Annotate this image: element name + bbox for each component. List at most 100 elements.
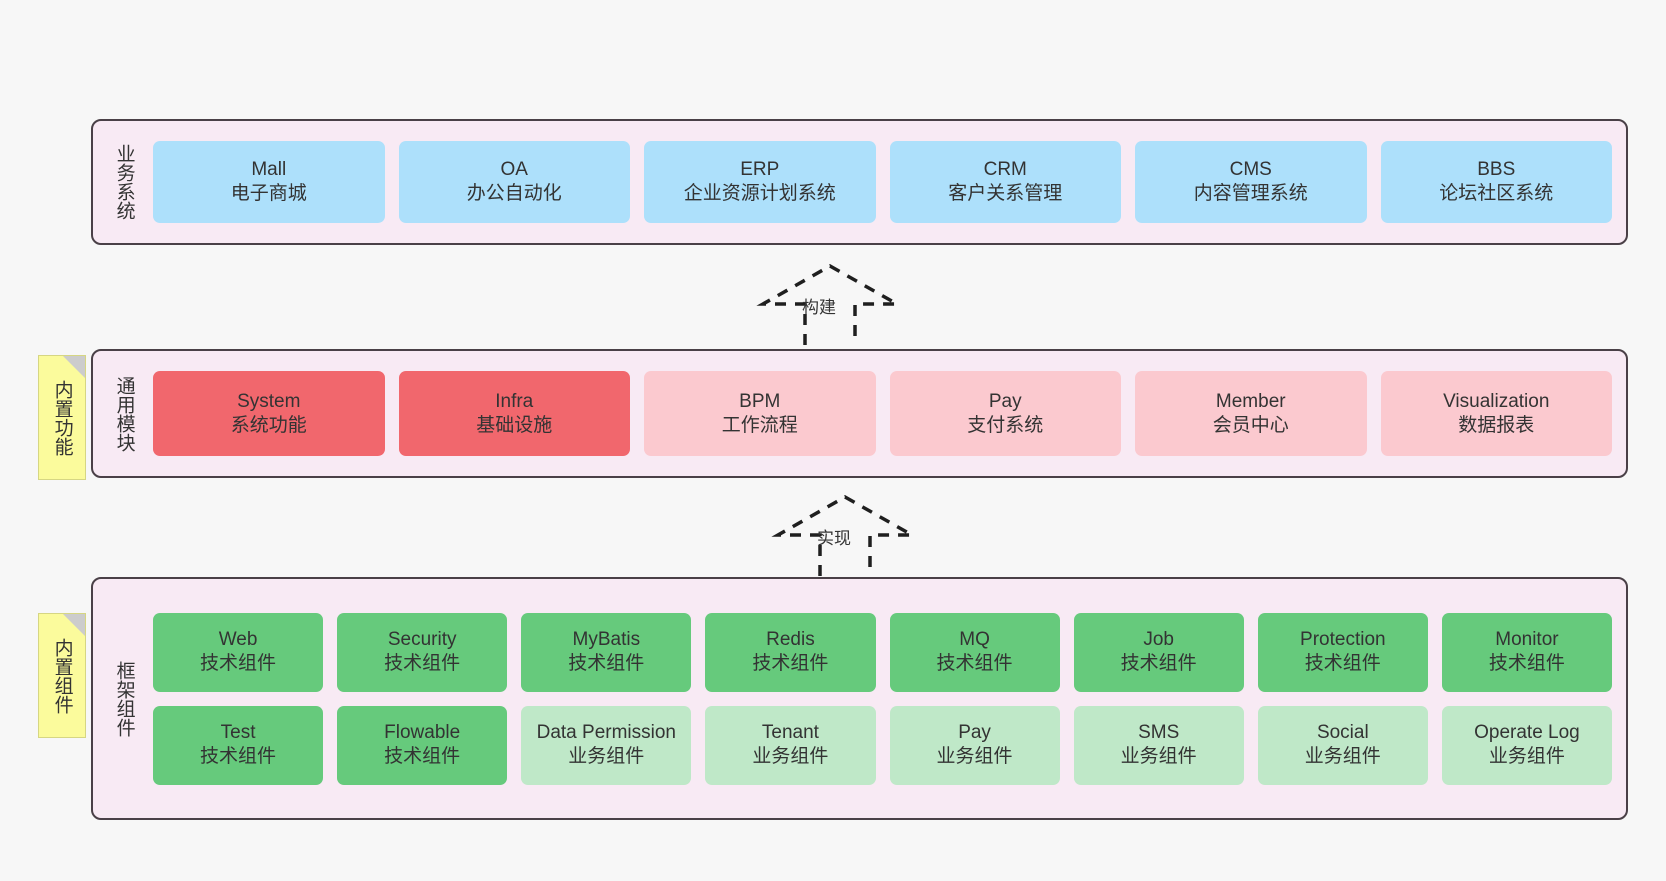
card-subtitle: 电子商城 (230, 183, 307, 204)
card-row: Mall 电子商城 OA 办公自动化 ERP 企业资源计划系统 CRM 客户关系… (153, 141, 1612, 223)
card-title: OA (500, 159, 528, 181)
card-sms[interactable]: SMS 业务组件 (1073, 705, 1244, 785)
card-subtitle: 企业资源计划系统 (683, 183, 836, 204)
card-subtitle: 业务组件 (568, 746, 645, 767)
card-system[interactable]: System 系统功能 (153, 371, 385, 456)
card-title: Web (218, 629, 258, 651)
note-fold-corner-icon (63, 356, 85, 378)
card-visualization[interactable]: Visualization 数据报表 (1380, 371, 1612, 456)
layer-body-framework: Web 技术组件 Security 技术组件 MyBatis 技术组件 Redi… (143, 579, 1626, 818)
note-builtin-components: 内置组件 (38, 613, 86, 738)
card-erp[interactable]: ERP 企业资源计划系统 (644, 141, 876, 223)
card-row-business: Test 技术组件 Flowable 技术组件 Data Permission … (153, 705, 1612, 785)
card-subtitle: 技术组件 (936, 653, 1013, 674)
card-crm[interactable]: CRM 客户关系管理 (889, 141, 1121, 223)
card-subtitle: 客户关系管理 (948, 183, 1063, 204)
card-pay[interactable]: Pay 支付系统 (889, 371, 1121, 456)
card-subtitle: 技术组件 (1304, 653, 1381, 674)
card-title: BPM (739, 390, 781, 412)
card-title: CMS (1229, 159, 1272, 181)
card-subtitle: 基础设施 (476, 414, 553, 436)
layer-title-business: 业务系统 (113, 144, 135, 220)
card-subtitle: 技术组件 (384, 653, 461, 674)
card-mall[interactable]: Mall 电子商城 (153, 141, 385, 223)
card-subtitle: 技术组件 (1488, 653, 1565, 674)
card-job[interactable]: Job 技术组件 (1073, 612, 1244, 692)
card-title: BBS (1477, 159, 1516, 181)
card-subtitle: 支付系统 (967, 414, 1044, 436)
card-title: Redis (766, 629, 815, 651)
card-title: Flowable (384, 722, 461, 744)
card-title: Mall (251, 159, 287, 181)
card-cms[interactable]: CMS 内容管理系统 (1135, 141, 1367, 223)
card-subtitle: 办公自动化 (466, 183, 562, 204)
note-label: 内置组件 (51, 637, 73, 714)
dashed-arrow-up-icon (756, 263, 904, 345)
card-mybatis[interactable]: MyBatis 技术组件 (521, 612, 692, 692)
card-infra[interactable]: Infra 基础设施 (398, 371, 630, 456)
card-subtitle: 业务组件 (752, 746, 829, 767)
card-security[interactable]: Security 技术组件 (337, 612, 508, 692)
card-title: Monitor (1495, 629, 1559, 651)
card-oa[interactable]: OA 办公自动化 (398, 141, 630, 223)
card-row: System 系统功能 Infra 基础设施 BPM 工作流程 Pay 支付系统… (153, 371, 1612, 456)
layer-title-modules: 通用模块 (113, 375, 135, 452)
card-protection[interactable]: Protection 技术组件 (1257, 612, 1428, 692)
card-social[interactable]: Social 业务组件 (1257, 705, 1428, 785)
card-redis[interactable]: Redis 技术组件 (705, 612, 876, 692)
card-title: Social (1316, 722, 1369, 744)
card-title: CRM (983, 159, 1027, 181)
card-title: Infra (495, 390, 534, 412)
layer-business-system[interactable]: 业务系统 Mall 电子商城 OA 办公自动化 ERP 企业资源计划系统 CRM (91, 119, 1628, 245)
connector-build: 构建 (755, 262, 905, 347)
layer-title-framework: 框架组件 (113, 660, 135, 737)
card-mq[interactable]: MQ 技术组件 (889, 612, 1060, 692)
card-title: Protection (1300, 629, 1386, 651)
card-title: Test (220, 722, 256, 744)
card-subtitle: 技术组件 (1120, 653, 1197, 674)
connector-build-label: 构建 (802, 298, 836, 317)
card-test[interactable]: Test 技术组件 (153, 705, 324, 785)
card-tenant[interactable]: Tenant 业务组件 (705, 705, 876, 785)
dashed-arrow-up-icon (771, 494, 919, 576)
connector-implement-label: 实现 (817, 529, 851, 548)
card-title: Pay (988, 390, 1022, 412)
card-pay-component[interactable]: Pay 业务组件 (889, 705, 1060, 785)
card-title: Data Permission (536, 722, 676, 744)
card-title: Visualization (1443, 390, 1550, 412)
note-fold-corner-icon (63, 614, 85, 636)
card-title: ERP (740, 159, 780, 181)
card-subtitle: 技术组件 (200, 653, 277, 674)
card-subtitle: 技术组件 (568, 653, 645, 674)
connector-implement: 实现 (770, 493, 920, 578)
card-subtitle: 业务组件 (1120, 746, 1197, 767)
card-subtitle: 技术组件 (384, 746, 461, 767)
card-subtitle: 业务组件 (936, 746, 1013, 767)
card-data-permission[interactable]: Data Permission 业务组件 (521, 705, 692, 785)
card-subtitle: 业务组件 (1488, 746, 1565, 767)
card-operate-log[interactable]: Operate Log 业务组件 (1441, 705, 1612, 785)
card-row-tech: Web 技术组件 Security 技术组件 MyBatis 技术组件 Redi… (153, 612, 1612, 692)
card-bpm[interactable]: BPM 工作流程 (644, 371, 876, 456)
card-title: MyBatis (572, 629, 641, 651)
card-title: System (237, 390, 301, 412)
card-web[interactable]: Web 技术组件 (153, 612, 324, 692)
card-subtitle: 数据报表 (1458, 414, 1535, 436)
card-title: Pay (958, 722, 991, 744)
layer-body-modules: System 系统功能 Infra 基础设施 BPM 工作流程 Pay 支付系统… (143, 351, 1626, 476)
card-flowable[interactable]: Flowable 技术组件 (337, 705, 508, 785)
card-member[interactable]: Member 会员中心 (1135, 371, 1367, 456)
note-label: 内置功能 (51, 379, 73, 456)
layer-common-modules[interactable]: 通用模块 System 系统功能 Infra 基础设施 BPM 工作流程 Pay (91, 349, 1628, 478)
layer-framework-components[interactable]: 框架组件 Web 技术组件 Security 技术组件 MyBatis 技术组件… (91, 577, 1628, 820)
card-title: MQ (959, 629, 990, 651)
card-subtitle: 业务组件 (1304, 746, 1381, 767)
card-subtitle: 系统功能 (230, 414, 307, 436)
card-subtitle: 内容管理系统 (1193, 183, 1308, 204)
card-subtitle: 工作流程 (721, 414, 798, 436)
card-title: SMS (1138, 722, 1180, 744)
card-subtitle: 会员中心 (1212, 414, 1289, 436)
card-bbs[interactable]: BBS 论坛社区系统 (1380, 141, 1612, 223)
card-monitor[interactable]: Monitor 技术组件 (1441, 612, 1612, 692)
